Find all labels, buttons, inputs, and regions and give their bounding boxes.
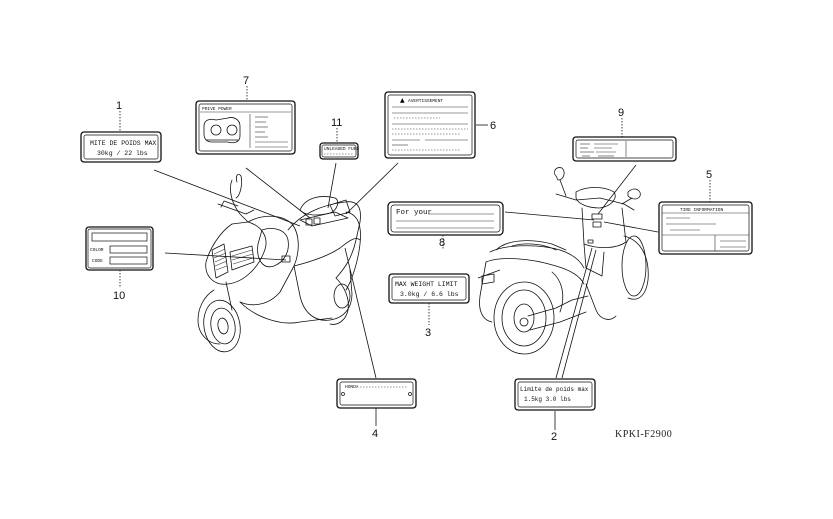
diagram-code: KPKI-F2900 — [615, 429, 672, 440]
label-5-plate[interactable]: 5 TIRE INFORMATION — [658, 169, 753, 255]
label-10-code: CODE — [92, 258, 103, 264]
ref-number-3: 3 — [425, 327, 431, 339]
warning-triangle-icon: ▲ — [400, 97, 405, 104]
label-11-plate[interactable]: 11 UNLEADED FUEL — [319, 117, 359, 160]
label-1-plate[interactable]: 1 MITE DE POIDS MAX 30kg / 22 lbs — [80, 100, 162, 163]
ref-number-7: 7 — [243, 75, 249, 87]
leader-lines — [119, 86, 711, 430]
label-1-line-1: MITE DE POIDS MAX — [90, 140, 156, 147]
ref-number-1: 1 — [116, 100, 122, 112]
label-6-title: AVERTISSEMENT — [408, 98, 443, 104]
ref-number-11: 11 — [331, 117, 342, 129]
label-3-plate[interactable]: 3 MAX WEIGHT LIMIT 3.0kg / 6.6 lbs — [388, 273, 470, 339]
label-2-line-1: Limite de poids max — [520, 386, 589, 393]
ref-number-8: 8 — [439, 237, 445, 249]
label-2-plate[interactable]: 2 Limite de poids max 1.5kg 3.0 lbs — [514, 378, 596, 443]
ref-number-2: 2 — [551, 431, 557, 443]
label-8-plate[interactable]: 8 For your — [387, 201, 504, 249]
rivet-hole — [341, 392, 345, 396]
label-9-plate[interactable]: 9 — [572, 107, 677, 162]
label-8-text: For your — [396, 209, 432, 217]
scooter-right-drawing — [479, 167, 649, 355]
label-10-plate[interactable]: 10 COLOR CODE — [85, 226, 154, 302]
label-3-line-1: MAX WEIGHT LIMIT — [395, 281, 458, 288]
label-4-brand: HONDA — [345, 384, 359, 390]
label-10-color: COLOR — [90, 247, 104, 253]
ref-number-4: 4 — [372, 428, 378, 440]
label-4-plate[interactable]: 4 HONDA — [336, 378, 417, 440]
label-6-plate[interactable]: 6 ▲ AVERTISSEMENT — [384, 91, 496, 159]
ref-number-10: 10 — [113, 290, 125, 302]
ref-number-9: 9 — [618, 107, 624, 119]
label-5-title: TIRE INFORMATION — [680, 207, 724, 213]
ref-number-5: 5 — [706, 169, 712, 181]
label-2-line-2: 1.5kg 3.0 lbs — [524, 396, 571, 403]
rivet-hole — [408, 392, 412, 396]
label-3-line-2: 3.0kg / 6.6 lbs — [400, 291, 459, 298]
drive-unit-illustration — [203, 117, 241, 144]
label-7-plate[interactable]: 7 PRIVE POWER — [195, 75, 296, 155]
label-11-text: UNLEADED FUEL — [324, 146, 359, 152]
scooter-left-drawing — [197, 174, 361, 353]
ref-number-6: 6 — [490, 120, 496, 132]
label-7-title: PRIVE POWER — [202, 106, 232, 112]
label-1-line-2: 30kg / 22 lbs — [97, 150, 148, 157]
